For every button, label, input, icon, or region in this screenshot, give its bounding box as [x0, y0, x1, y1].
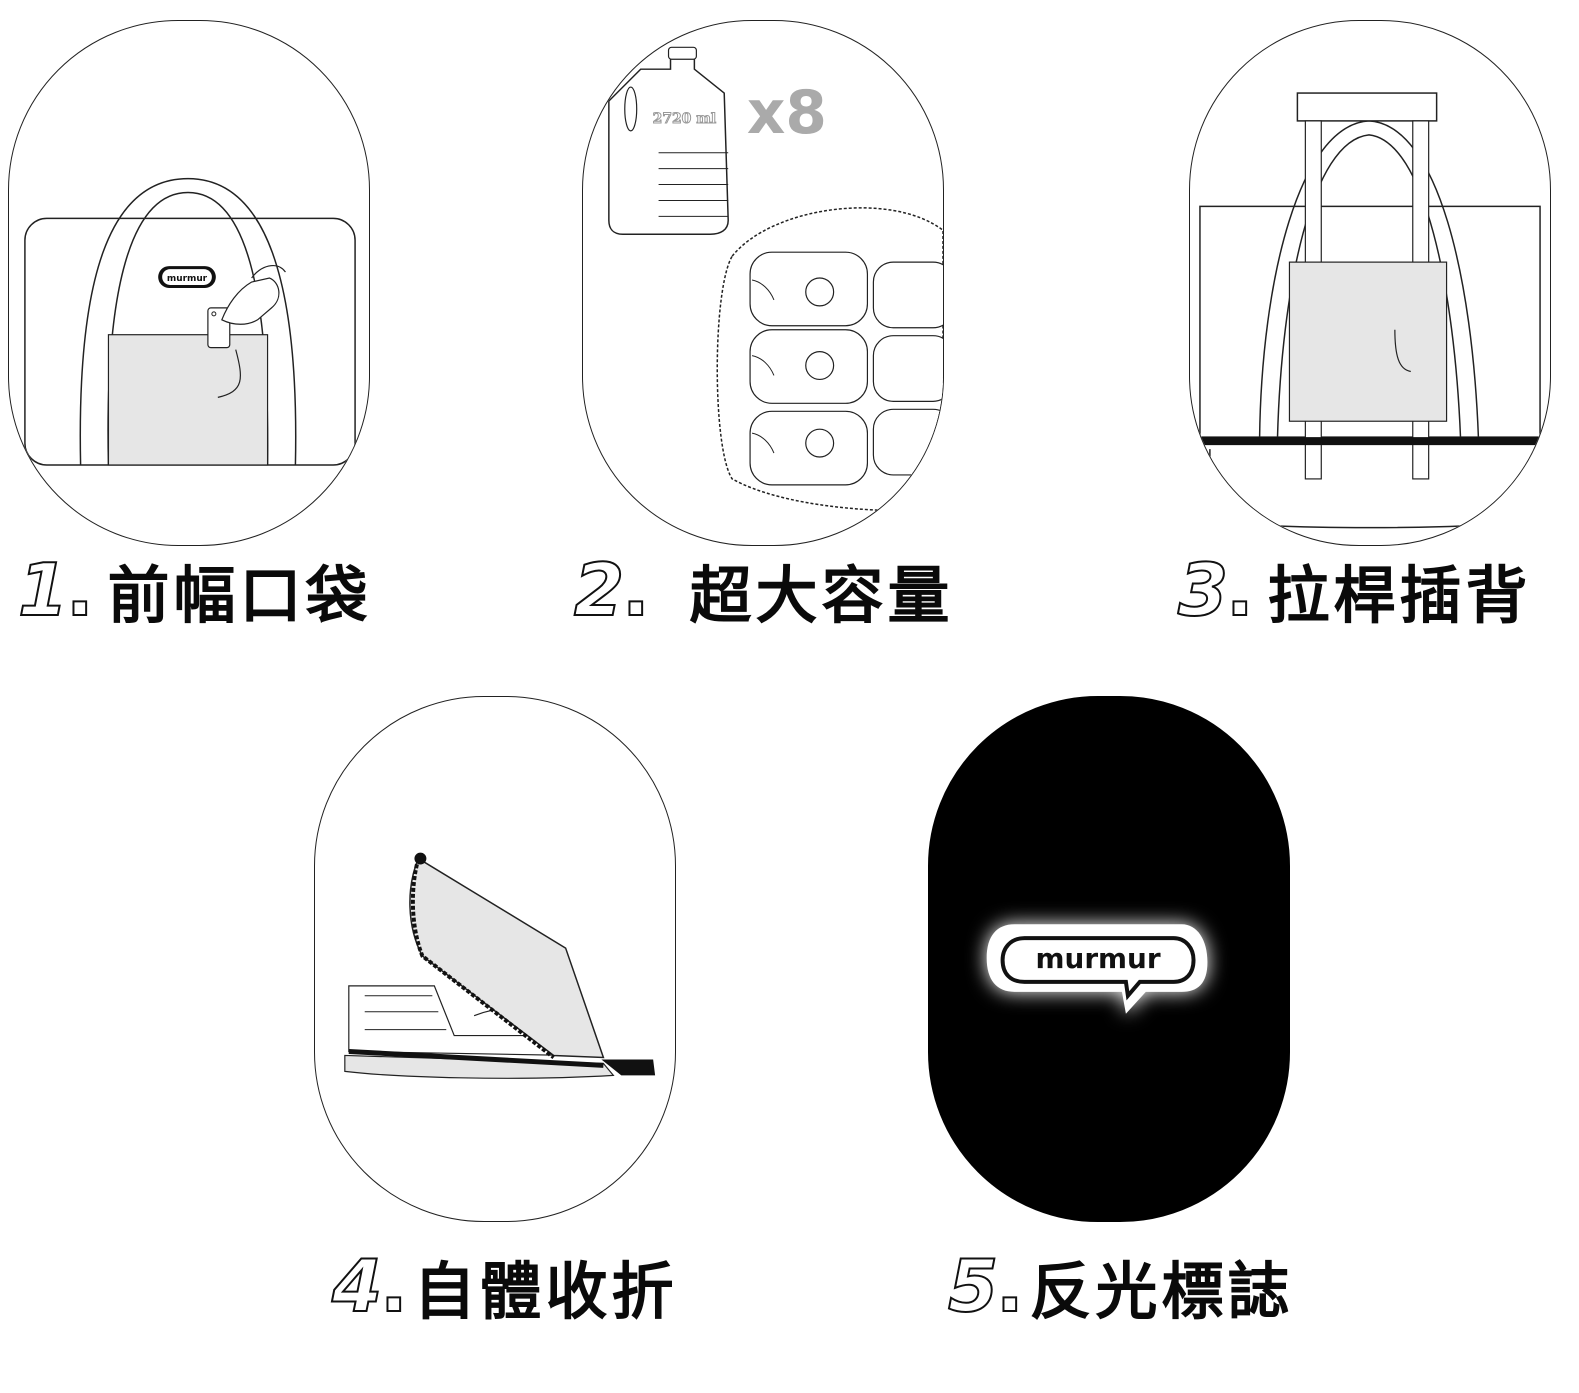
feature-label-1: 前幅口袋 — [107, 559, 372, 632]
feature-number-5: 5 — [947, 1243, 999, 1329]
feature-number-1: 1 — [17, 547, 69, 633]
feature-label-4: 自體收折 — [413, 1255, 678, 1328]
feature-card-trolley-sleeve — [1189, 20, 1551, 546]
feature-caption-1: 1 . 前幅口袋 — [17, 547, 371, 633]
feature-label-5: 反光標誌 — [1029, 1255, 1294, 1328]
front-pocket-illustration: murmur — [24, 177, 356, 466]
self-folding-illustration — [344, 852, 656, 1079]
feature-label-3: 拉桿插背 — [1267, 559, 1532, 632]
feature-caption-5: 5 . 反光標誌 — [947, 1243, 1293, 1329]
feature-number-4: 4 — [331, 1243, 383, 1329]
feature-caption-4: 4 . 自體收折 — [331, 1243, 677, 1329]
feature-card-self-folding — [314, 696, 676, 1222]
feature-caption-3: 3 . 拉桿插背 — [1177, 547, 1531, 633]
front-pocket-logo-text: murmur — [167, 274, 208, 284]
bottle-volume-text: 2720 ml — [653, 111, 717, 127]
feature-number-3: 3 — [1177, 547, 1229, 633]
feature-card-large-capacity: 2720 ml x8 — [582, 20, 944, 546]
feature-dot-5: . — [995, 1243, 1024, 1329]
feature-label-2: 超大容量 — [689, 559, 954, 632]
feature-caption-2: 2 . 超大容量 — [573, 547, 953, 633]
feature-dot-4: . — [379, 1243, 408, 1329]
reflective-logo-illustration: murmur — [986, 924, 1208, 1014]
trolley-sleeve-illustration — [1190, 92, 1550, 529]
feature-dot-3: . — [1225, 547, 1254, 633]
feature-dot-1: . — [65, 547, 94, 633]
feature-dot-2: . — [621, 547, 650, 633]
reflective-logo-text: murmur — [1036, 942, 1161, 975]
large-capacity-illustration: 2720 ml x8 — [608, 46, 943, 512]
feature-number-2: 2 — [573, 547, 625, 633]
feature-card-front-pocket: murmur — [8, 20, 370, 546]
feature-card-reflective-logo: murmur — [928, 696, 1290, 1222]
capacity-multiplier: x8 — [747, 79, 827, 148]
